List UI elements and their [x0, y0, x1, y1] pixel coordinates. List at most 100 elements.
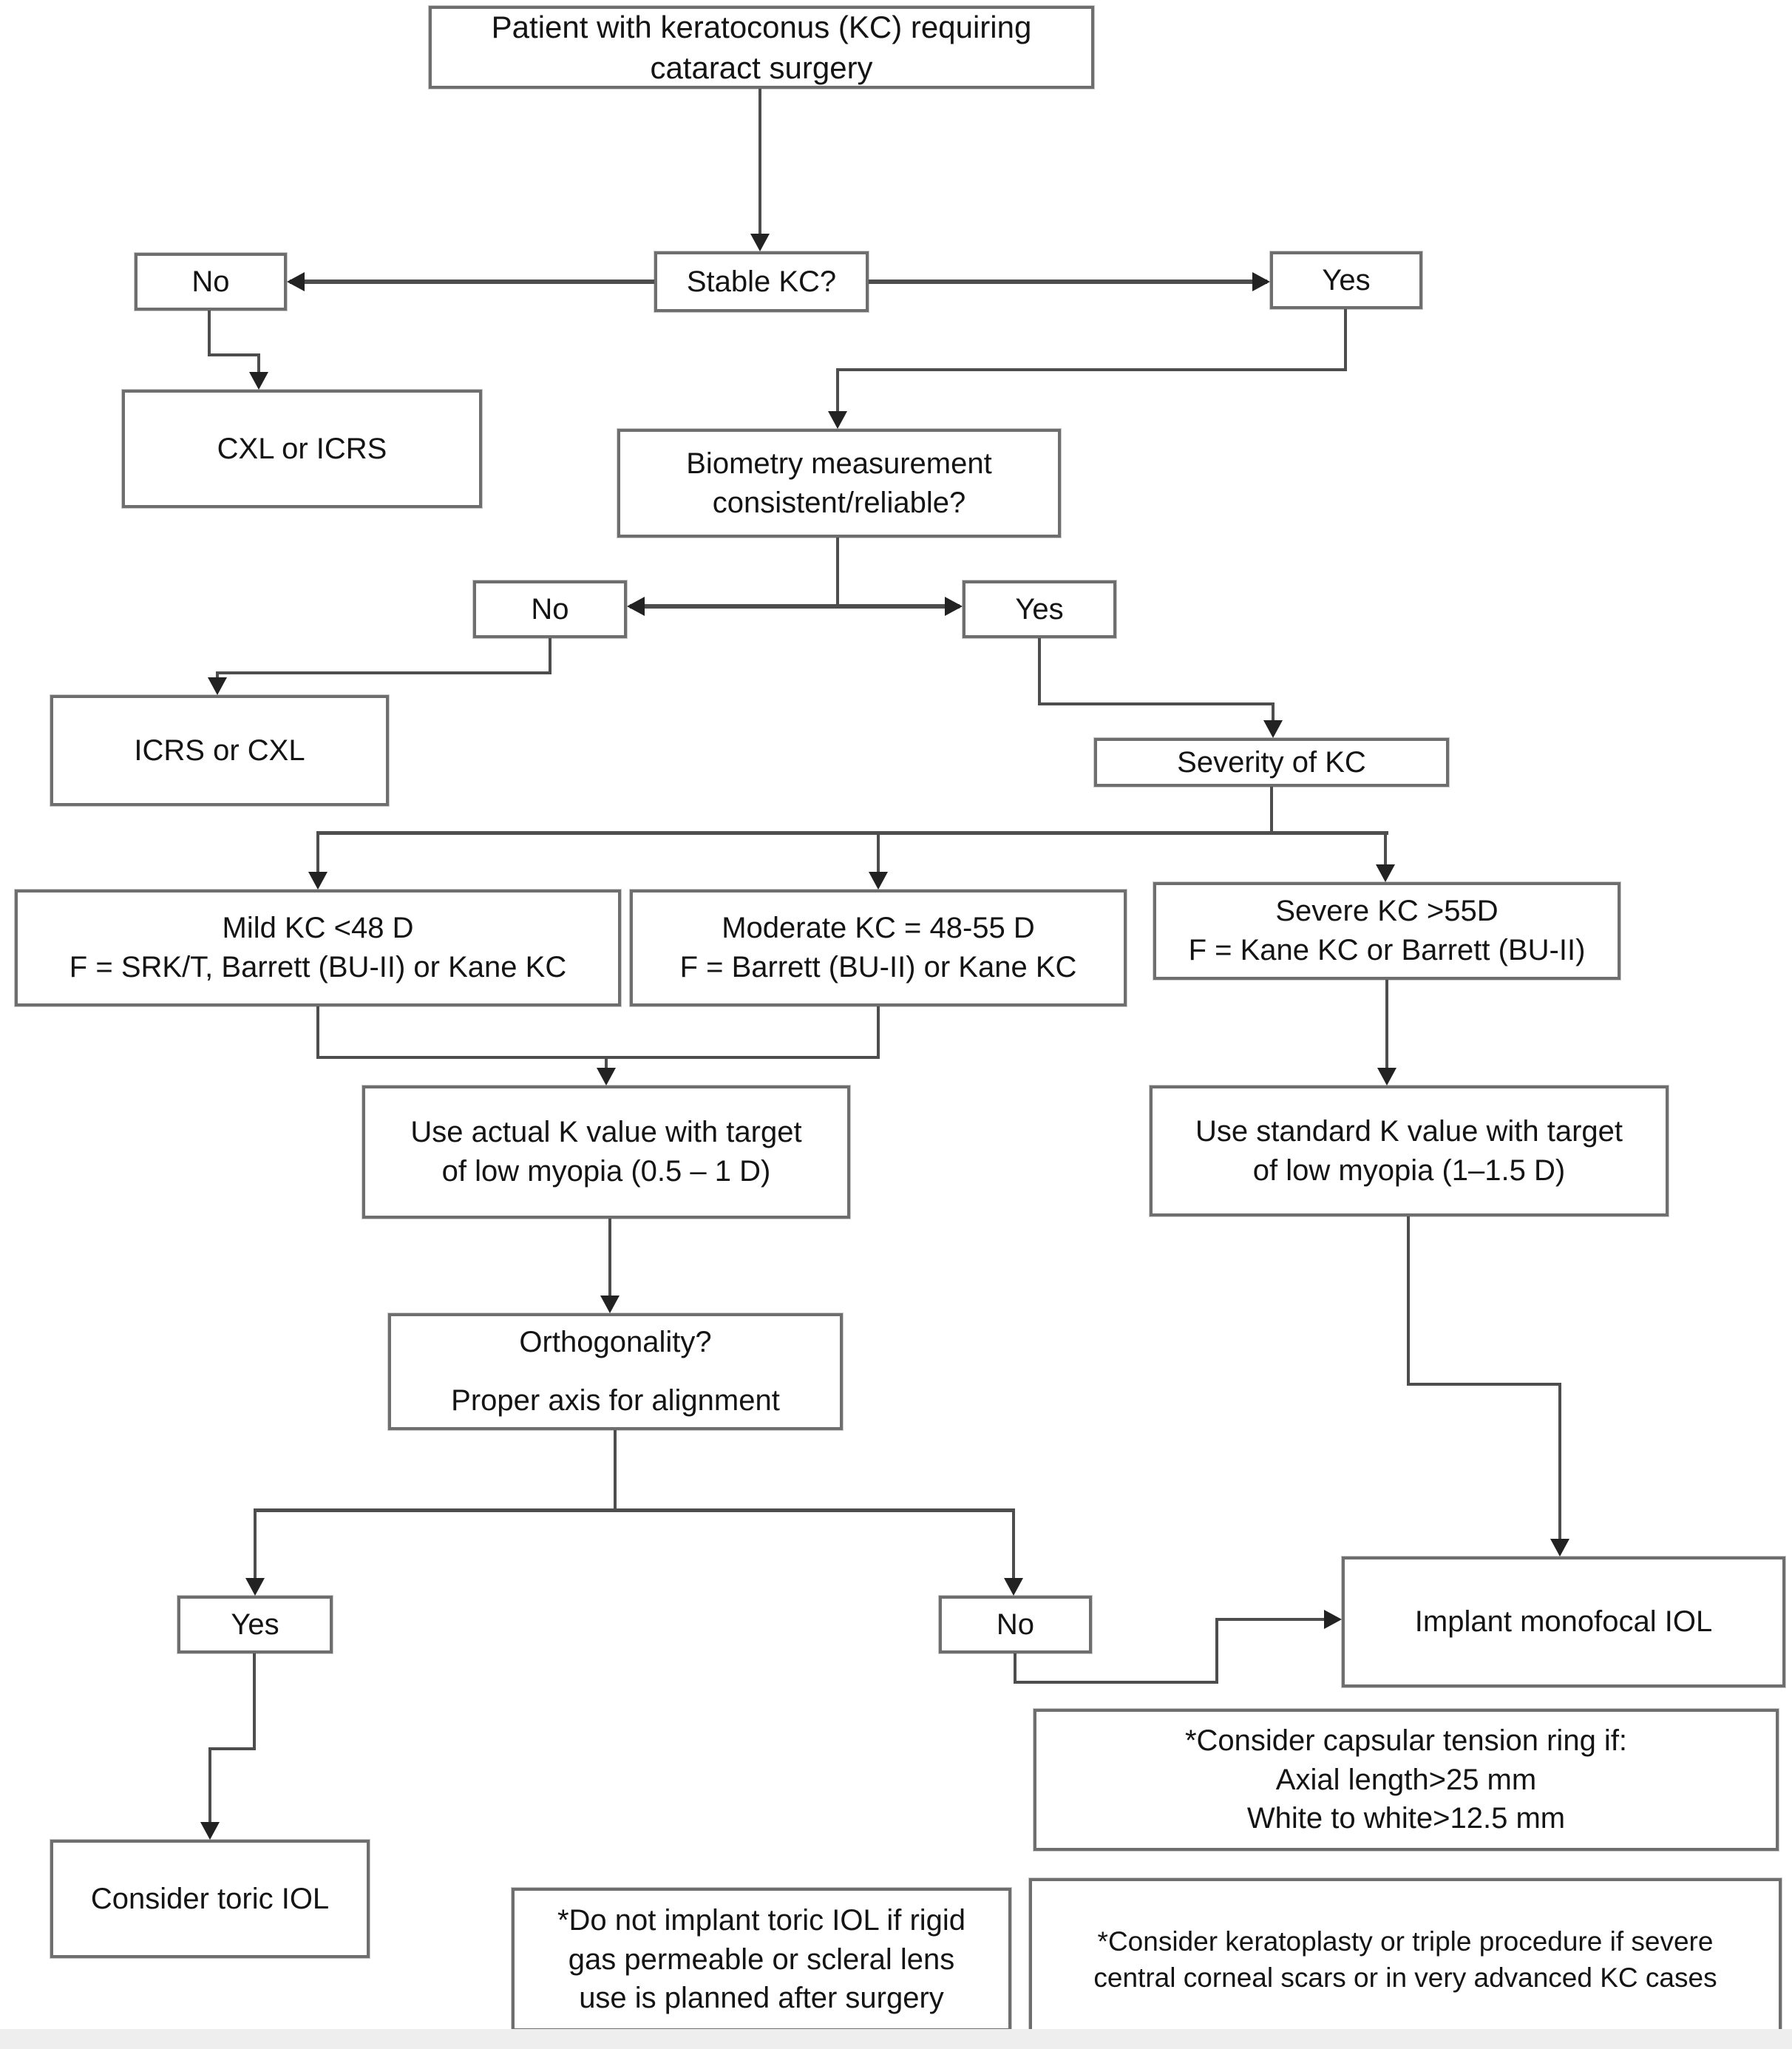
node-no-bottom: No [939, 1596, 1092, 1653]
arrowhead-right-icon [945, 597, 963, 616]
connector-stable-yes [869, 280, 1267, 284]
connector-yes-severity [1272, 702, 1275, 722]
arrowhead-down-icon [245, 1578, 265, 1596]
arrowhead-right-icon [1324, 1610, 1342, 1629]
node-patient-line1: Patient with keratoconus (KC) requiring [491, 9, 1032, 44]
node-icrs-or-cxl-label: ICRS or CXL [134, 734, 305, 767]
arrowhead-down-icon [600, 1296, 620, 1313]
node-no-mid-label: No [531, 592, 569, 626]
connector-no-implant [1014, 1681, 1218, 1684]
note-capsular-tension-ring: *Consider capsular tension ring if: Axia… [1034, 1709, 1779, 1851]
arrowhead-down-icon [1376, 864, 1395, 882]
node-use-standard-k-line1: Use standard K value with target [1195, 1114, 1623, 1148]
connector-no-cxl [208, 353, 260, 356]
arrowhead-down-icon [828, 411, 847, 429]
connector-ortho-yes [254, 1508, 257, 1579]
node-stable-kc: Stable KC? [654, 251, 869, 312]
connector-usestandard-implant [1407, 1216, 1410, 1386]
arrowhead-down-icon [208, 677, 227, 695]
node-biometry-line2: consistent/reliable? [712, 486, 966, 519]
node-no-bottom-label: No [996, 1608, 1035, 1641]
node-moderate-kc-line1: Moderate KC = 48-55 D [722, 912, 1035, 945]
note-capsular-line1: *Consider capsular tension ring if: [1184, 1724, 1628, 1757]
note-do-not-line1: *Do not implant toric IOL if rigid [557, 1903, 966, 1937]
connector-no-icrs [216, 671, 219, 680]
arrowhead-down-icon [1004, 1578, 1023, 1596]
note-capsular-line2: Axial length>25 mm [1275, 1763, 1537, 1796]
node-consider-toric: Consider toric IOL [50, 1840, 370, 1958]
node-stable-kc-label: Stable KC? [686, 265, 837, 298]
arrowhead-down-icon [1263, 720, 1283, 738]
node-severity-label: Severity of KC [1177, 745, 1366, 779]
note-keratoplasty: *Consider keratoplasty or triple procedu… [1029, 1878, 1782, 2042]
node-mild-kc-line2: F = SRK/T, Barrett (BU-II) or Kane KC [69, 951, 567, 983]
note-keratoplasty-line2: central corneal scars or in very advance… [1093, 1962, 1717, 1993]
connector-biometry-split [836, 538, 839, 606]
arrowhead-right-icon [1252, 272, 1270, 291]
node-moderate-kc: Moderate KC = 48-55 D F = Barrett (BU-II… [630, 890, 1127, 1006]
node-patient: Patient with keratoconus (KC) requiring … [429, 6, 1094, 89]
node-icrs-or-cxl: ICRS or CXL [50, 695, 389, 806]
arrowhead-down-icon [597, 1068, 616, 1086]
arrowhead-down-icon [1377, 1068, 1396, 1086]
connector-biometry-no [630, 604, 838, 609]
node-cxl-or-icrs-label: CXL or ICRS [217, 432, 387, 465]
connector-severe-usestandard [1385, 980, 1388, 1069]
node-moderate-kc-line2: F = Barrett (BU-II) or Kane KC [679, 951, 1077, 983]
node-no-top: No [135, 253, 287, 311]
connector-severity-split [1270, 787, 1273, 834]
connector-yes-biometry [1344, 309, 1347, 370]
connector-no-implant [1014, 1653, 1017, 1684]
connector-patient-stable [758, 89, 761, 235]
node-yes-mid: Yes [963, 580, 1116, 638]
connector-severity-severe [1384, 831, 1387, 865]
connector-yes-biometry [836, 368, 1347, 371]
connector-ortho-no [1012, 1508, 1015, 1579]
connector-yes-severity [1038, 638, 1041, 705]
connector-no-icrs [216, 671, 551, 674]
connector-no-icrs [549, 638, 551, 673]
node-yes-bottom-label: Yes [231, 1608, 279, 1641]
node-orthogonality-line1: Orthogonality? [519, 1326, 712, 1359]
connector-yes-toric [208, 1747, 256, 1750]
arrowhead-down-icon [869, 872, 888, 890]
node-orthogonality: Orthogonality? Proper axis for alignment [388, 1313, 843, 1430]
node-consider-toric-label: Consider toric IOL [90, 1882, 330, 1915]
note-do-not-line2: gas permeable or scleral lens [568, 1943, 955, 1976]
note-do-not-implant-toric: *Do not implant toric IOL if rigid gas p… [512, 1888, 1011, 2031]
node-mild-kc-line1: Mild KC <48 D [222, 912, 414, 945]
connector-usestandard-implant [1407, 1383, 1561, 1386]
node-orthogonality-line2: Proper axis for alignment [451, 1384, 780, 1417]
connector-severity-moderate [877, 831, 880, 872]
node-yes-top: Yes [1270, 251, 1422, 309]
connector-yes-severity [1038, 702, 1275, 705]
node-no-top-label: No [191, 265, 230, 298]
connector-no-cxl [208, 311, 211, 355]
connector-join-bar [316, 1056, 880, 1059]
node-severe-kc: Severe KC >55D F = Kane KC or Barrett (B… [1153, 882, 1620, 980]
connector-yes-toric [208, 1747, 211, 1822]
node-cxl-or-icrs: CXL or ICRS [122, 390, 482, 508]
node-yes-bottom: Yes [177, 1596, 333, 1653]
connector-no-implant [1215, 1618, 1218, 1684]
arrowhead-down-icon [750, 234, 770, 251]
node-severe-kc-line1: Severe KC >55D [1275, 895, 1499, 928]
node-severity: Severity of KC [1094, 738, 1449, 787]
node-yes-mid-label: Yes [1015, 592, 1064, 626]
arrowhead-down-icon [1550, 1539, 1569, 1557]
connector-useactual-ortho [608, 1219, 611, 1297]
connector-stable-no [290, 280, 654, 284]
arrowhead-left-icon [627, 597, 645, 616]
connector-moderate-join [877, 1006, 880, 1059]
node-no-mid: No [473, 580, 627, 638]
note-capsular-line3: White to white>12.5 mm [1246, 1802, 1566, 1835]
connector-severity-mild [316, 831, 319, 872]
connector-yes-toric [253, 1653, 256, 1750]
node-use-actual-k: Use actual K value with target of low my… [362, 1086, 850, 1219]
connector-mild-join [316, 1006, 319, 1059]
connector-no-cxl [257, 353, 260, 374]
node-severe-kc-line2: F = Kane KC or Barrett (BU-II) [1188, 934, 1586, 966]
arrowhead-down-icon [249, 372, 268, 390]
node-implant-monofocal: Implant monofocal IOL [1342, 1557, 1785, 1687]
